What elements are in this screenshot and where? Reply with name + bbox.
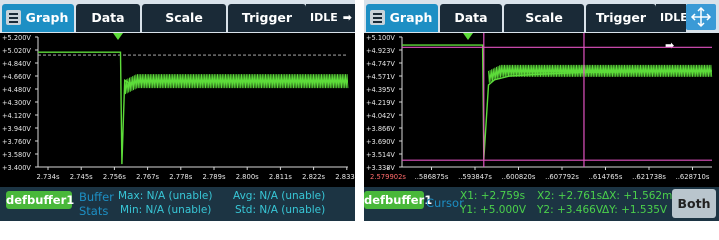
cursor-delta-y: ΔY: +1.535V xyxy=(602,204,668,216)
tab-scale[interactable]: Scale xyxy=(504,4,584,32)
idle-indicator[interactable]: IDLE➡ xyxy=(306,4,355,32)
x-tick-label: 2.767s xyxy=(136,173,159,181)
cursor-label: Cursor xyxy=(426,196,464,210)
buffer-button[interactable]: defbuffer1 xyxy=(364,191,433,209)
stat-avg: Avg: N/A (unable) xyxy=(233,190,326,202)
y-tick-label: +3.580V xyxy=(2,151,31,159)
x-tick-label: ..593847s xyxy=(458,173,492,181)
x-tick-label: ..607792s xyxy=(545,173,579,181)
y-tick-label: +4.219V xyxy=(366,99,395,107)
y-tick-label: +4.571V xyxy=(366,73,395,81)
graph-screen-cursor: Graph Data Scale Trigger IDLE➡ +5.100V +4… xyxy=(364,0,719,221)
move-arrows-icon xyxy=(690,6,712,28)
menu-icon[interactable] xyxy=(6,10,21,25)
y-tick-label: +4.300V xyxy=(2,99,31,107)
pan-zoom-icon[interactable] xyxy=(686,4,716,30)
both-cursors-button[interactable]: Both xyxy=(672,189,716,218)
y-tick-label: +3.514V xyxy=(366,151,395,159)
trigger-marker-icon xyxy=(113,33,123,40)
series-ripple xyxy=(124,74,349,95)
tab-graph[interactable]: Graph xyxy=(2,4,74,32)
y-tick-label: +4.840V xyxy=(2,60,31,68)
stat-std: Std: N/A (unable) xyxy=(235,204,326,216)
cursor-x2: X2: +2.761s xyxy=(537,190,603,202)
plot-area[interactable]: +5.100V +4.923V +4.747V +4.571V +4.395V +4.21… xyxy=(364,33,719,187)
x-tick-label: 2.789s xyxy=(203,173,226,181)
graph-screen-stats: Graph Data Scale Trigger IDLE➡ +5.200V+5… xyxy=(0,0,355,221)
cursor-y2: Y2: +3.466V xyxy=(537,204,604,216)
y-tick-label: +3.940V xyxy=(2,125,31,133)
tab-data[interactable]: Data xyxy=(440,4,502,32)
y-tick-label: +4.660V xyxy=(2,73,31,81)
tab-graph[interactable]: Graph xyxy=(366,4,438,32)
y-tick-label: +4.042V xyxy=(366,112,395,120)
x-tick-label: 2.579902s xyxy=(370,173,406,181)
cursor-y1: Y1: +5.000V xyxy=(460,204,527,216)
y-tick-label: +4.923V xyxy=(366,47,395,55)
y-tick-label: +3.690V xyxy=(366,138,395,146)
cursor-delta-x: ΔX: +1.562ms xyxy=(602,190,678,202)
swipe-footer: defbuffer1 Cursor X1: +2.759s Y1: +5.000… xyxy=(364,187,719,221)
y-tick-label: +3.866V xyxy=(366,125,395,133)
tab-scale[interactable]: Scale xyxy=(142,4,226,32)
x-tick-label: 2.734s xyxy=(37,173,60,181)
y-tick-label: +5.100V xyxy=(366,34,395,42)
y-tick-label: +5.200V xyxy=(2,34,31,42)
trigger-marker-icon xyxy=(463,33,473,40)
x-tick-label: 2.822s xyxy=(302,173,325,181)
tab-data[interactable]: Data xyxy=(76,4,140,32)
y-tick-label: +4.120V xyxy=(2,112,31,120)
page-dots xyxy=(18,212,68,218)
x-tick-label: ..628710s xyxy=(676,173,710,181)
x-tick-label: ..614765s xyxy=(589,173,623,181)
y-tick-label: +4.747V xyxy=(366,60,395,68)
y-tick-label: +4.480V xyxy=(2,86,31,94)
arrow-right-icon: ➡ xyxy=(665,39,675,52)
plot-area[interactable]: +5.200V +5.020V +4.840V +4.660V +4.480V +4.30… xyxy=(0,33,355,187)
tab-bar: Graph Data Scale Trigger IDLE➡ xyxy=(364,0,719,52)
y-tick-label: +3.400V xyxy=(2,164,31,172)
buffer-button[interactable]: defbuffer1 xyxy=(6,191,75,209)
x-tick-label: 2.745s xyxy=(70,173,93,181)
buffer-stats-label: Buffer Stats xyxy=(79,190,114,218)
idle-indicator[interactable]: IDLE➡ xyxy=(656,4,688,52)
x-tick-label: 2.811s xyxy=(269,173,292,181)
page-dots xyxy=(374,212,424,218)
x-tick-label: 2.778s xyxy=(169,173,192,181)
x-tick-label: 2.800s xyxy=(236,173,259,181)
tab-trigger[interactable]: Trigger xyxy=(228,4,306,32)
x-tick-label: ..600820s xyxy=(502,173,536,181)
series-ripple xyxy=(488,64,713,83)
arrow-right-icon: ➡ xyxy=(342,11,352,24)
tab-bar: Graph Data Scale Trigger IDLE➡ xyxy=(0,0,355,33)
swipe-footer: defbuffer1 Buffer Stats Max: N/A (unable… xyxy=(0,187,355,221)
y-tick-label: +5.020V xyxy=(2,47,31,55)
x-tick-label: 2.833s xyxy=(335,173,355,181)
y-tick-label: +4.395V xyxy=(366,86,395,94)
menu-icon[interactable] xyxy=(370,10,385,25)
y-tick-label: +3.760V xyxy=(2,138,31,146)
y-tick-label: +3.338V xyxy=(366,164,395,172)
cursor-x1: X1: +2.759s xyxy=(460,190,526,202)
x-tick-label: ..586875s xyxy=(415,173,449,181)
stat-min: Min: N/A (unable) xyxy=(120,204,212,216)
tab-trigger[interactable]: Trigger xyxy=(586,4,656,32)
stat-max: Max: N/A (unable) xyxy=(118,190,213,202)
x-tick-label: 2.756s xyxy=(103,173,126,181)
x-tick-label: ..621738s xyxy=(632,173,666,181)
series-line xyxy=(402,44,713,160)
series-line xyxy=(38,51,348,165)
